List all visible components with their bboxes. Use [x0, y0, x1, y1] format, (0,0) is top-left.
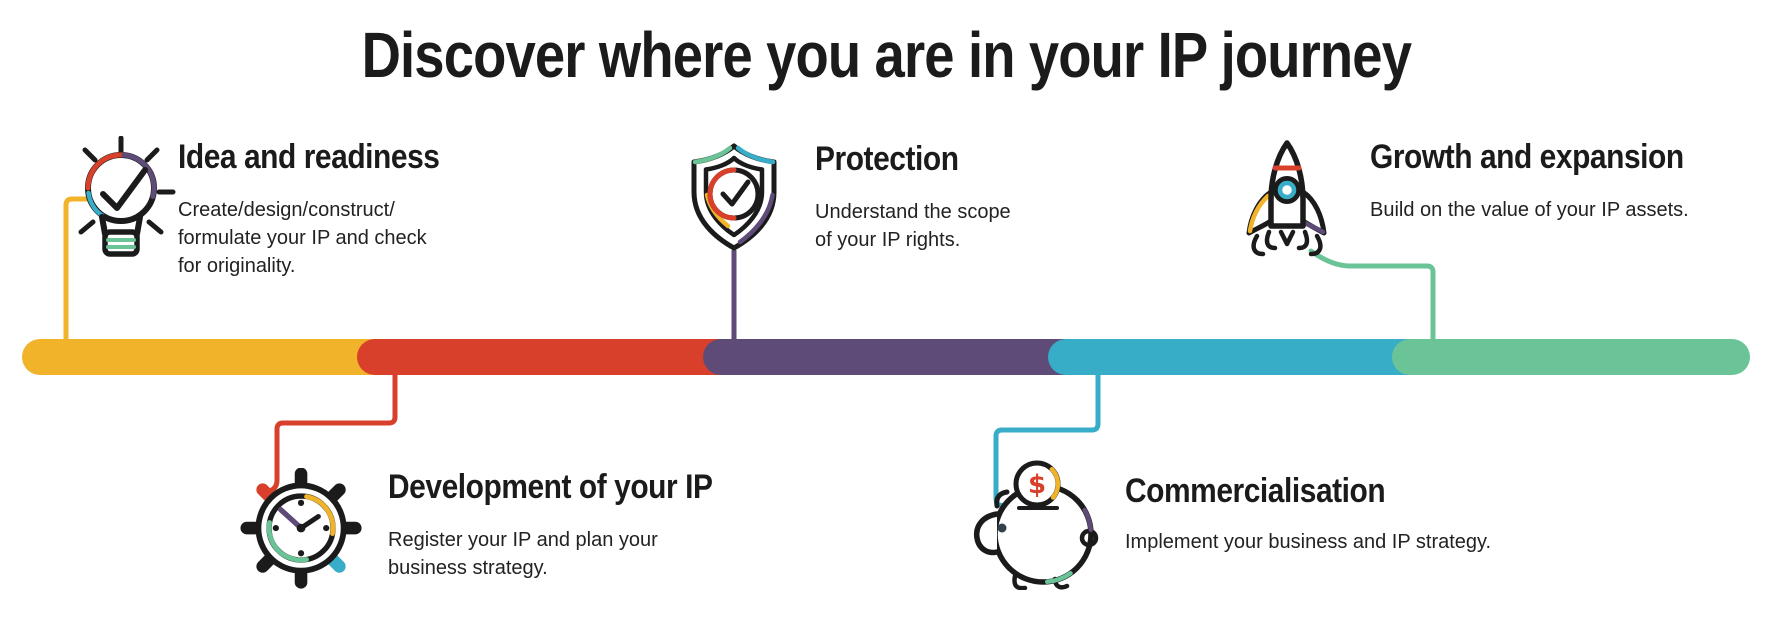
stage-description-idea: Create/design/construct/ formulate your …: [178, 199, 427, 277]
timeline-segment-commercialisation: [1048, 339, 1428, 375]
timeline-segment-idea: [22, 339, 400, 375]
stage-title-commercialisation: Commercialisation: [1125, 472, 1386, 510]
stage-title-growth: Growth and expansion: [1370, 138, 1684, 176]
lightbulb-check-icon: [78, 136, 176, 257]
timeline-segment-development: [357, 339, 740, 375]
timeline-segment-protection: [703, 339, 1085, 375]
stage-title-protection: Protection: [815, 140, 959, 178]
stage-title-idea: Idea and readiness: [178, 138, 440, 176]
stage-description-commercialisation: Implement your business and IP strategy.: [1125, 531, 1492, 553]
connector-growth: [1308, 248, 1436, 344]
gear-clock-icon: [240, 468, 362, 589]
shield-check-icon: [691, 143, 777, 251]
stage-description-growth: Build on the value of your IP assets.: [1370, 199, 1689, 221]
stage-description-protection: Understand the scope of your IP rights.: [815, 201, 1011, 251]
rocket-icon: [1246, 140, 1327, 257]
stage-description-development: Register your IP and plan your business …: [388, 529, 658, 579]
page-title: Discover where you are in your IP journe…: [361, 19, 1411, 91]
svg-text:$: $: [1028, 470, 1046, 500]
timeline-segment-growth: [1392, 339, 1750, 375]
piggy-bank-icon: $: [973, 460, 1099, 590]
stage-title-development: Development of your IP: [388, 468, 713, 506]
